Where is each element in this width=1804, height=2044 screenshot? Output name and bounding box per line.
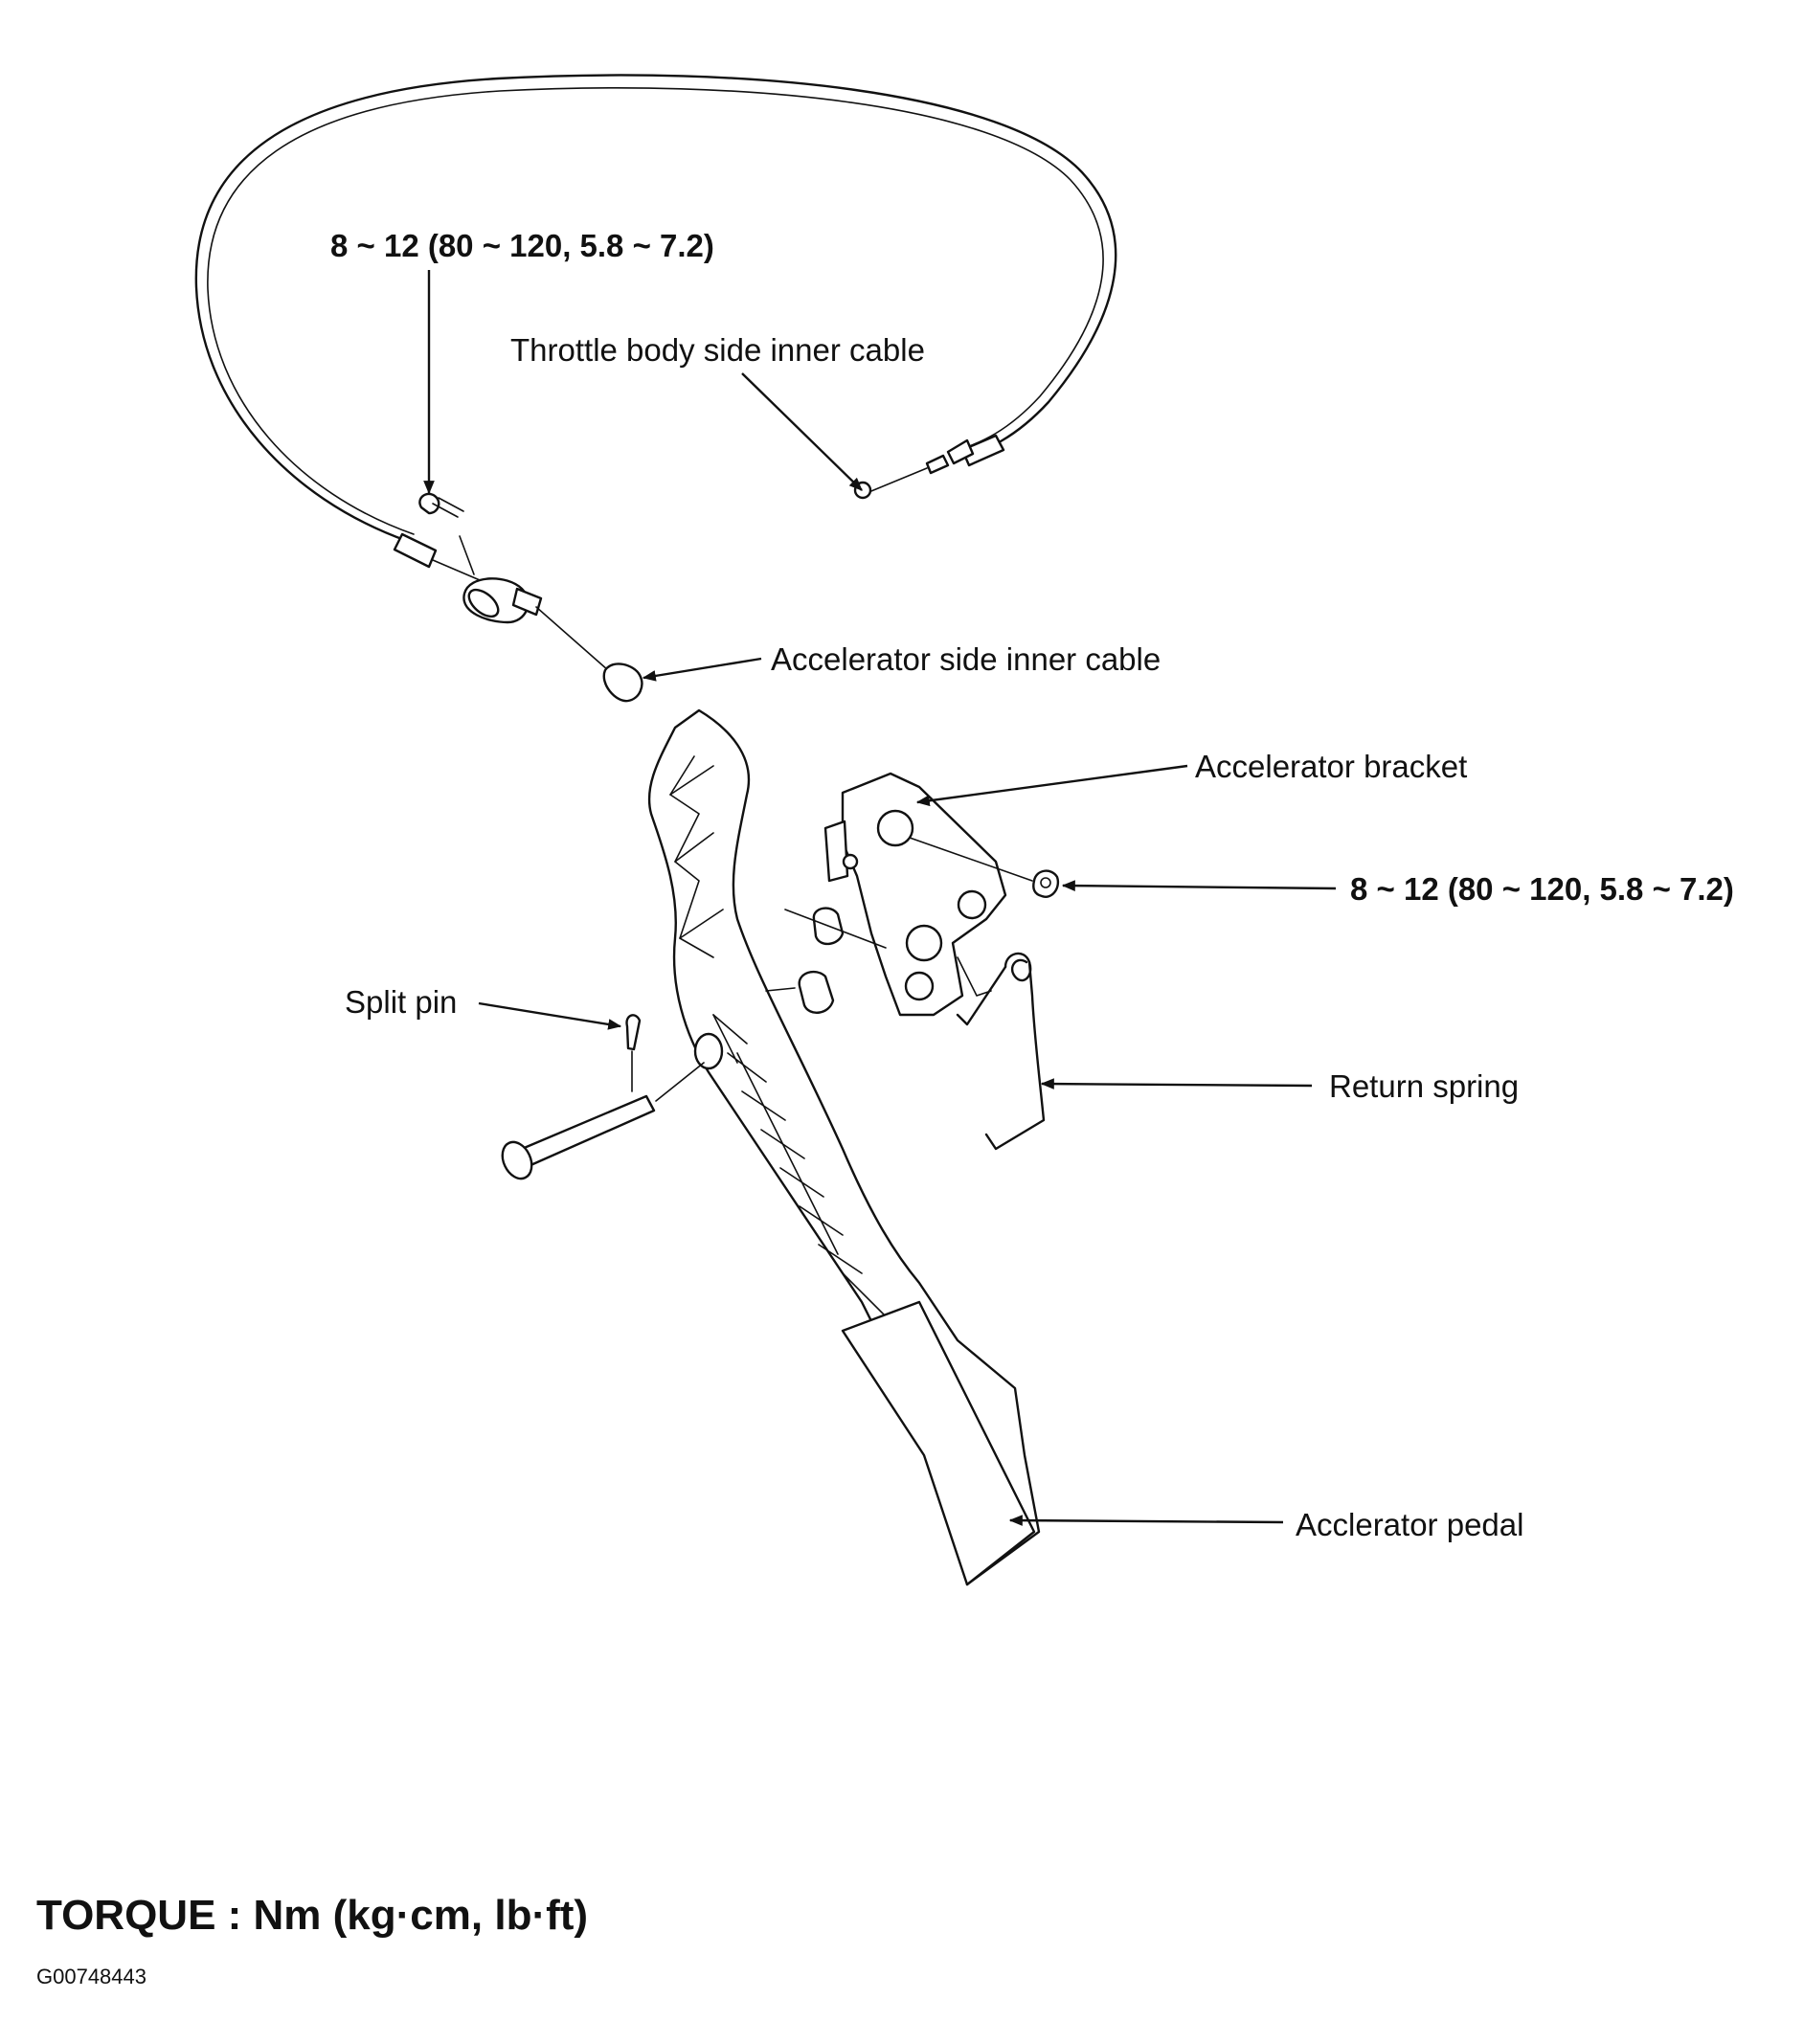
accelerator-cable — [194, 74, 1117, 703]
return-spring — [956, 952, 1046, 1151]
torque-label-bracket-nut: 8 ~ 12 (80 ~ 120, 5.8 ~ 7.2) — [1350, 871, 1734, 907]
split-pin — [625, 1014, 642, 1092]
figure-code: G00748443 — [36, 1965, 147, 1988]
label-split-pin: Split pin — [345, 984, 457, 1020]
label-accelerator-bracket: Accelerator bracket — [1195, 749, 1467, 784]
label-return-spring: Return spring — [1329, 1068, 1519, 1104]
pivot-pin — [501, 1062, 705, 1180]
accelerator-bracket — [765, 772, 1060, 1017]
accelerator-pedal — [647, 708, 1041, 1586]
leaders — [423, 270, 1337, 1526]
torque-label-cable-bolt: 8 ~ 12 (80 ~ 120, 5.8 ~ 7.2) — [330, 228, 714, 263]
label-accelerator-pedal: Acclerator pedal — [1296, 1507, 1523, 1542]
label-throttle-body-side-inner-cable: Throttle body side inner cable — [510, 332, 925, 368]
torque-units-legend: TORQUE : Nm (kg·cm, lb·ft) — [36, 1892, 588, 1939]
label-accelerator-side-inner-cable: Accelerator side inner cable — [771, 641, 1161, 677]
